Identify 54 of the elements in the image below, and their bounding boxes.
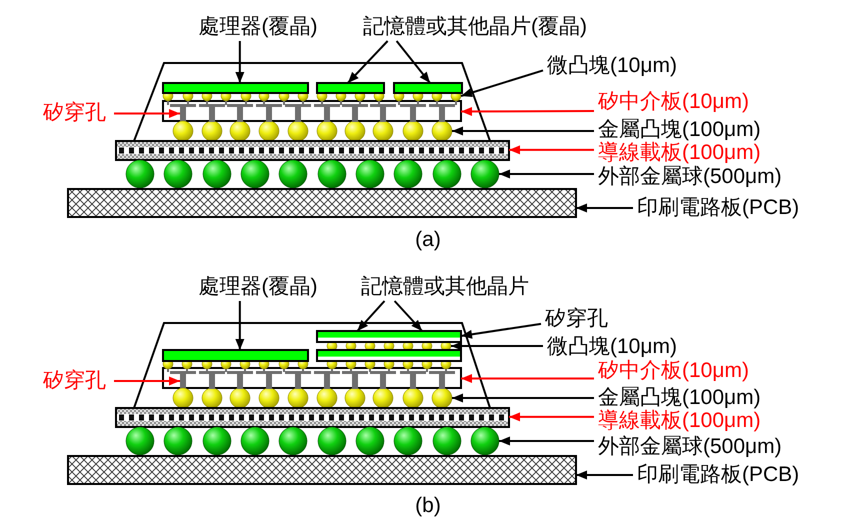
part-label: 矽穿孔 <box>43 102 106 124</box>
part-label: 金屬凸塊(100μm) <box>598 119 761 141</box>
chip-label: 記憶體或其他晶片(覆晶) <box>363 16 587 38</box>
leader-arrow <box>114 109 180 118</box>
leader-arrow <box>461 374 594 383</box>
package-substrate <box>115 140 510 161</box>
chip-label: 處理器(覆晶) <box>198 276 318 298</box>
leader-arrow <box>460 322 542 339</box>
part-label: 外部金屬球(500μm) <box>598 436 782 458</box>
circuit-board <box>67 455 577 485</box>
leader-arrow <box>394 300 423 332</box>
leader-arrow <box>576 204 633 213</box>
leader-arrow <box>235 41 244 83</box>
leader-arrow <box>576 470 633 480</box>
part-label: 矽穿孔 <box>545 308 608 330</box>
chip-label: 處理器(覆晶) <box>198 16 318 38</box>
part-label: 印刷電路板(PCB) <box>637 197 800 219</box>
part-label: 印刷電路板(PCB) <box>637 464 800 486</box>
leader-arrow <box>451 341 543 350</box>
subfigure-label: (a) <box>415 229 441 251</box>
part-label: 金屬凸塊(100μm) <box>598 387 761 409</box>
leader-arrow <box>509 412 594 422</box>
solder-ball-row <box>126 426 500 456</box>
memory-die <box>393 82 463 94</box>
leader-arrow <box>347 40 388 84</box>
part-label: 導線載板(100μm) <box>598 142 761 164</box>
memory-die <box>316 82 385 94</box>
leader-arrow <box>114 376 180 386</box>
processor-die <box>162 82 309 94</box>
leader-arrow <box>499 436 594 446</box>
part-label: 微凸塊(10μm) <box>547 55 677 77</box>
package-substrate <box>115 407 510 428</box>
leader-arrow <box>356 300 386 332</box>
part-label: 外部金屬球(500μm) <box>598 166 782 188</box>
solder-ball-row <box>126 160 500 188</box>
metal-bump-row <box>172 388 452 408</box>
leader-arrow <box>509 145 594 154</box>
leader-arrow <box>452 126 594 136</box>
leader-arrow <box>452 394 594 402</box>
circuit-board <box>67 188 577 218</box>
leader-arrow <box>499 170 594 178</box>
leader-arrow <box>396 40 431 84</box>
leader-arrow <box>460 69 544 98</box>
metal-bump-row <box>172 120 452 142</box>
part-label: 導線載板(100μm) <box>598 410 761 432</box>
part-label: 微凸塊(10μm) <box>547 336 677 358</box>
memory-die <box>316 330 462 343</box>
subfigure-label: (b) <box>415 495 441 517</box>
part-label: 矽中介板(10μm) <box>598 360 749 382</box>
chip-label: 記憶體或其他晶片 <box>361 276 529 298</box>
leader-arrow <box>235 301 244 350</box>
part-label: 矽中介板(10μm) <box>598 91 749 113</box>
leader-arrow <box>461 106 594 116</box>
part-label: 矽穿孔 <box>43 370 106 392</box>
